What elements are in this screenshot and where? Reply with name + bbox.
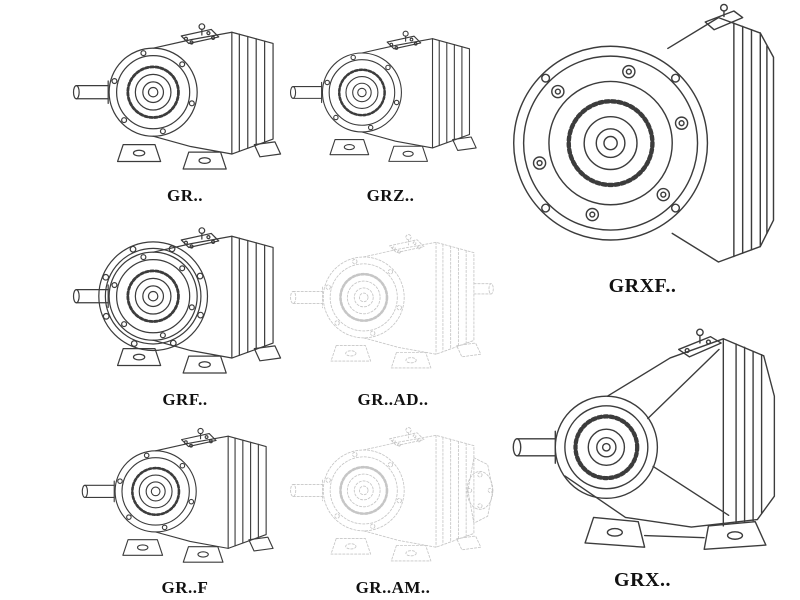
figure-gr-f: GR..F <box>70 412 300 598</box>
model-label-grf: GRF.. <box>162 390 208 409</box>
model-label-gr-ad: GR..AD.. <box>357 390 429 409</box>
model-label-gr-f: GR..F <box>161 578 209 597</box>
gearbox-illustration-gr-ad <box>288 212 498 388</box>
model-label-grz: GRZ.. <box>366 186 415 205</box>
figure-gr: GR.. <box>70 6 300 206</box>
figure-gr-am: GR..AM.. <box>288 410 498 598</box>
figure-grxf: GRXF.. <box>500 0 785 298</box>
figure-grf: GRF.. <box>70 210 300 410</box>
figure-grz: GRZ.. <box>288 6 493 206</box>
gearbox-illustration-gr-f <box>70 412 300 576</box>
gearbox-illustration-grx <box>500 302 785 567</box>
gearbox-illustration-gr <box>70 6 300 184</box>
model-label-grx: GRX.. <box>614 569 671 591</box>
model-label-gr-am: GR..AM.. <box>355 578 431 597</box>
gearbox-illustration-grxf <box>500 0 785 273</box>
model-label-gr: GR.. <box>167 186 203 205</box>
model-label-grxf: GRXF.. <box>608 275 677 297</box>
gearbox-illustration-grf <box>70 210 300 388</box>
gearbox-illustration-gr-am <box>288 410 498 576</box>
gearbox-illustration-grz <box>288 6 493 184</box>
figure-gr-ad: GR..AD.. <box>288 212 498 410</box>
figure-grx: GRX.. <box>500 302 785 592</box>
